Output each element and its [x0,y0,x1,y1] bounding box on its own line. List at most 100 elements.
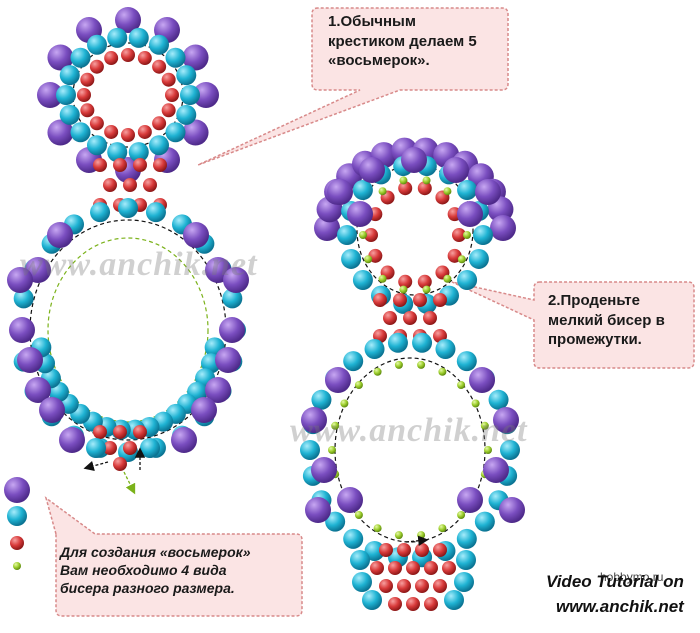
medium-cyan-bead [435,339,456,360]
medium-cyan-bead [343,351,364,372]
large-purple-bead [7,267,33,293]
medium-cyan-bead [300,440,320,460]
watermark: www.anchik.net [290,412,528,449]
callout-line: промежутки. [548,331,642,348]
tiny-green-bead [394,360,403,369]
medium-cyan-bead [311,389,332,410]
tiny-green-bead [438,367,447,376]
small-red-bead [452,228,466,242]
small-red-bead [398,181,413,196]
large-purple-bead [182,44,209,71]
callout-step1-text: 1.Обычным крестиком делаем 5 «восьмерок»… [328,12,498,71]
small-red-bead [113,425,127,439]
large-purple-bead [311,457,337,483]
medium-cyan-bead [343,528,364,549]
large-purple-bead [115,7,141,33]
small-red-bead [364,228,378,242]
tiny-green-bead [13,562,21,570]
medium-cyan-bead [107,27,128,48]
left-figure-eight [7,7,249,471]
small-red-bead [93,158,107,172]
tiny-green-bead [373,367,382,376]
medium-cyan-bead [364,540,385,561]
tiny-green-bead [438,524,447,533]
medium-cyan-bead [149,34,169,55]
small-red-bead [161,103,176,118]
small-red-bead [406,561,420,575]
medium-cyan-bead [165,122,186,143]
small-red-bead [113,158,127,172]
medium-cyan-bead [70,122,91,143]
large-purple-bead [215,347,241,373]
medium-cyan-bead [70,47,91,68]
small-red-bead [424,561,438,575]
callout-line: 1.Обычным [328,13,416,30]
small-red-bead [397,543,411,557]
small-red-bead [103,441,117,455]
large-purple-bead [457,487,483,513]
medium-cyan-bead [145,202,166,223]
small-red-bead [104,51,119,66]
small-red-bead [423,311,437,325]
medium-cyan-bead [456,528,477,549]
tiny-green-bead [457,381,466,390]
medium-cyan-bead [87,135,107,156]
medium-cyan-bead [364,339,385,360]
small-red-bead [123,441,137,455]
small-red-bead [442,561,456,575]
medium-cyan-bead [456,550,476,570]
callout-line: бисера разного размера. [60,580,235,597]
large-purple-bead [47,119,74,146]
small-red-bead [133,425,147,439]
large-purple-bead [337,487,363,513]
tiny-green-bead [399,176,408,185]
tiny-green-bead [394,531,403,540]
medium-cyan-bead [90,202,111,223]
small-red-bead [433,543,447,557]
medium-cyan-bead [128,142,149,163]
small-red-bead [121,128,135,142]
small-red-bead [121,48,135,62]
large-purple-bead [325,367,351,393]
medium-cyan-bead [56,85,76,105]
small-red-bead [104,124,119,139]
small-red-bead [370,561,384,575]
callout-step2-text: 2.Проденьте мелкий бисер в промежутки. [548,291,688,350]
medium-cyan-bead [165,47,186,68]
large-purple-bead [483,457,509,483]
medium-cyan-bead [180,85,200,105]
small-red-bead [406,597,420,611]
medium-cyan-bead [7,506,27,526]
large-purple-bead [301,407,327,433]
medium-cyan-bead [341,248,362,269]
small-red-bead [113,457,127,471]
medium-cyan-bead [325,511,346,532]
tiny-green-bead [457,510,466,519]
small-red-bead [152,59,167,74]
small-red-bead [137,124,152,139]
large-purple-bead [59,427,85,453]
small-red-bead [89,59,104,74]
callout-bubble-step2 [451,281,695,369]
large-purple-bead [39,397,65,423]
medium-cyan-bead [176,65,197,86]
medium-cyan-bead [13,288,34,309]
large-purple-bead [205,377,231,403]
medium-cyan-bead [457,180,478,201]
credit-line-1: Video Tutorial on [546,572,684,591]
small-red-bead [413,293,427,307]
tiny-green-bead [378,187,387,196]
site-credit-small: hobbymo.ru [600,570,664,584]
small-red-bead [89,116,104,131]
large-purple-bead [219,317,245,343]
large-purple-bead [469,367,495,393]
thread-arrows [83,447,429,546]
medium-cyan-bead [488,389,509,410]
medium-cyan-bead [59,104,80,125]
small-red-bead [153,158,167,172]
tiny-green-bead [457,255,466,264]
large-purple-bead [359,157,385,183]
large-purple-bead [443,157,469,183]
tiny-green-bead [399,285,408,294]
